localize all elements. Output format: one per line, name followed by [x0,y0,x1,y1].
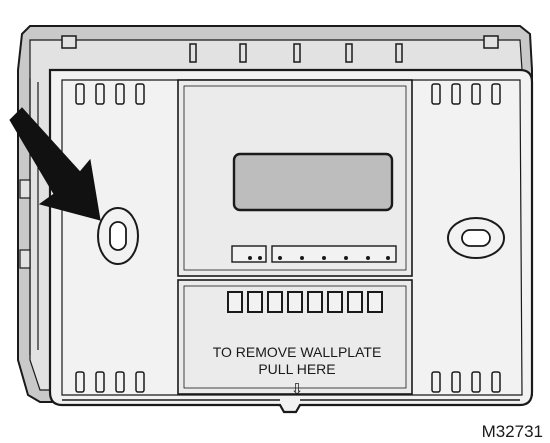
right-mounting-hole [447,217,505,259]
wallplate-top-tabs [61,35,499,63]
button-slots [227,291,383,313]
thermostat-housing: TO REMOVE WALLPLATE PULL HERE ⇩ [48,68,534,414]
left-bottom-ribs [75,371,145,393]
right-top-ribs [431,83,501,105]
terminal-strip [271,245,397,263]
pull-down-arrow-icon: ⇩ [291,380,304,398]
display-panel [177,79,413,277]
left-top-ribs [75,83,145,105]
lcd-display [232,152,394,212]
right-bottom-ribs [431,371,501,393]
instruction-line-1: TO REMOVE WALLPLATE [213,344,382,360]
instruction-line-2: PULL HERE [258,361,335,377]
left-mounting-hole [97,207,139,265]
figure-id: M32731 [482,422,543,441]
connector-block-left [231,245,267,263]
pull-panel: TO REMOVE WALLPLATE PULL HERE ⇩ [177,279,413,398]
arrow-pointer-icon [9,107,101,221]
